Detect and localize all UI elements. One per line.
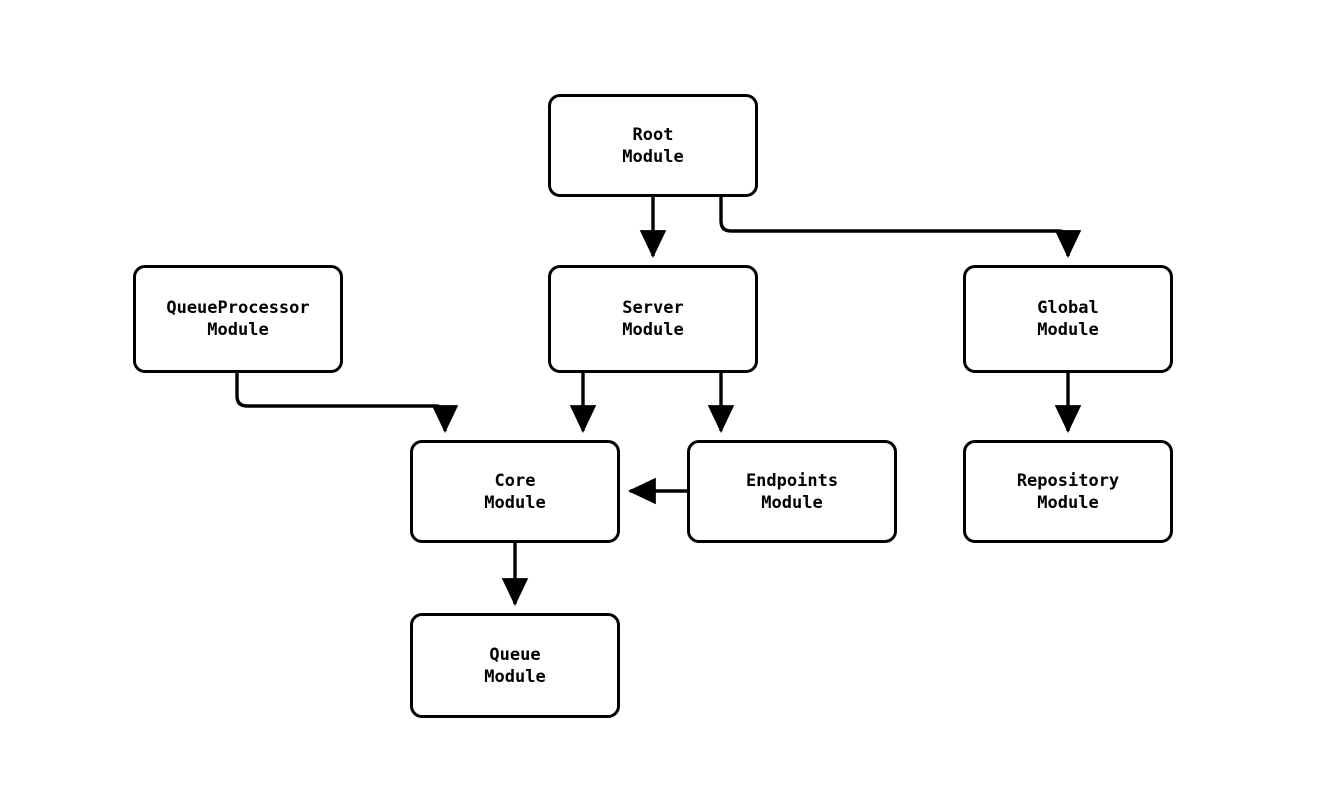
- node-server-module-label-line1: Server: [622, 298, 684, 318]
- node-core-module-label-line1: Core: [494, 470, 536, 491]
- node-repository-module-label-line2: Module: [1037, 492, 1099, 513]
- node-server-module-label-line2: Module: [622, 320, 684, 340]
- edge-root-to-global: [719, 197, 1082, 259]
- node-repository-module-label-line1: Repository: [1016, 470, 1120, 491]
- node-queueprocessor-module-label-line2: Module: [207, 320, 269, 340]
- node-server-module[interactable]: Server Module: [548, 265, 758, 373]
- node-root-module-label-line1: Root: [632, 124, 674, 145]
- node-queue-module-label-line1: Queue: [489, 644, 541, 665]
- node-core-module-label-line2: Module: [484, 492, 546, 513]
- node-root-module-label-line2: Module: [622, 146, 684, 167]
- node-repository-module[interactable]: Repository Module: [963, 440, 1173, 543]
- node-global-module-label-line1: Global: [1037, 298, 1099, 318]
- edge-queueprocessor-to-core: [235, 373, 459, 434]
- node-core-module[interactable]: Core Module: [410, 440, 620, 543]
- node-queue-module[interactable]: Queue Module: [410, 613, 620, 718]
- node-endpoints-module[interactable]: Endpoints Module: [687, 440, 897, 543]
- node-global-module[interactable]: Global Module: [963, 265, 1173, 373]
- node-endpoints-module-label-line2: Module: [761, 492, 823, 513]
- node-endpoints-module-label-line1: Endpoints: [745, 470, 839, 491]
- node-queueprocessor-module-label-line1: QueueProcessor: [166, 298, 310, 318]
- node-global-module-label-line2: Module: [1037, 320, 1099, 340]
- node-queue-module-label-line2: Module: [484, 666, 546, 687]
- node-root-module[interactable]: Root Module: [548, 94, 758, 197]
- node-queueprocessor-module[interactable]: QueueProcessor Module: [133, 265, 343, 373]
